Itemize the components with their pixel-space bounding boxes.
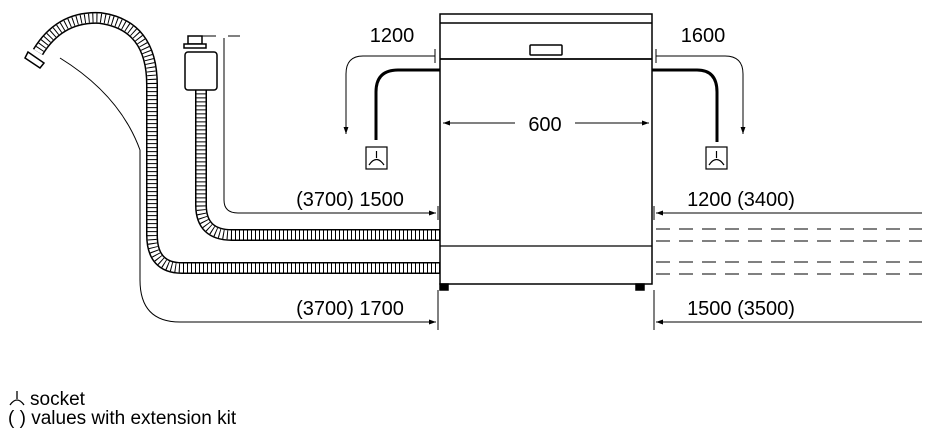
right-hose-dimensions bbox=[653, 206, 922, 330]
right-cord-dimension-label: 1600 bbox=[681, 25, 726, 47]
water-inlet-hose bbox=[195, 90, 440, 241]
aquastop-valve bbox=[183, 35, 218, 91]
legend-socket-label: socket bbox=[30, 389, 85, 410]
width-dimension-label: 600 bbox=[528, 114, 561, 136]
left-hose-dimensions bbox=[59, 35, 439, 330]
drain-hose bbox=[32, 11, 440, 274]
socket-icon bbox=[9, 391, 25, 406]
legend-extension-label: ( ) values with extension kit bbox=[8, 408, 237, 429]
socket-icon-right bbox=[705, 146, 728, 170]
inlet-hose-dimension-label: (3700) 1500 bbox=[296, 189, 404, 211]
cord-length-arrows bbox=[343, 49, 746, 134]
right-drain-dimension-label: 1500 (3500) bbox=[687, 298, 795, 320]
legend-extension-kit: ( ) values with extension kit bbox=[8, 409, 236, 429]
extension-hose-dashes bbox=[656, 228, 922, 275]
power-cords bbox=[374, 68, 719, 142]
legend-socket: socket bbox=[8, 389, 85, 410]
socket-icon-left bbox=[365, 146, 388, 170]
right-inlet-dimension-label: 1200 (3400) bbox=[687, 189, 795, 211]
left-cord-dimension-label: 1200 bbox=[370, 25, 415, 47]
drain-hose-dimension-label: (3700) 1700 bbox=[296, 298, 404, 320]
dishwasher-body bbox=[439, 13, 653, 291]
drain-hose-end bbox=[24, 50, 46, 70]
